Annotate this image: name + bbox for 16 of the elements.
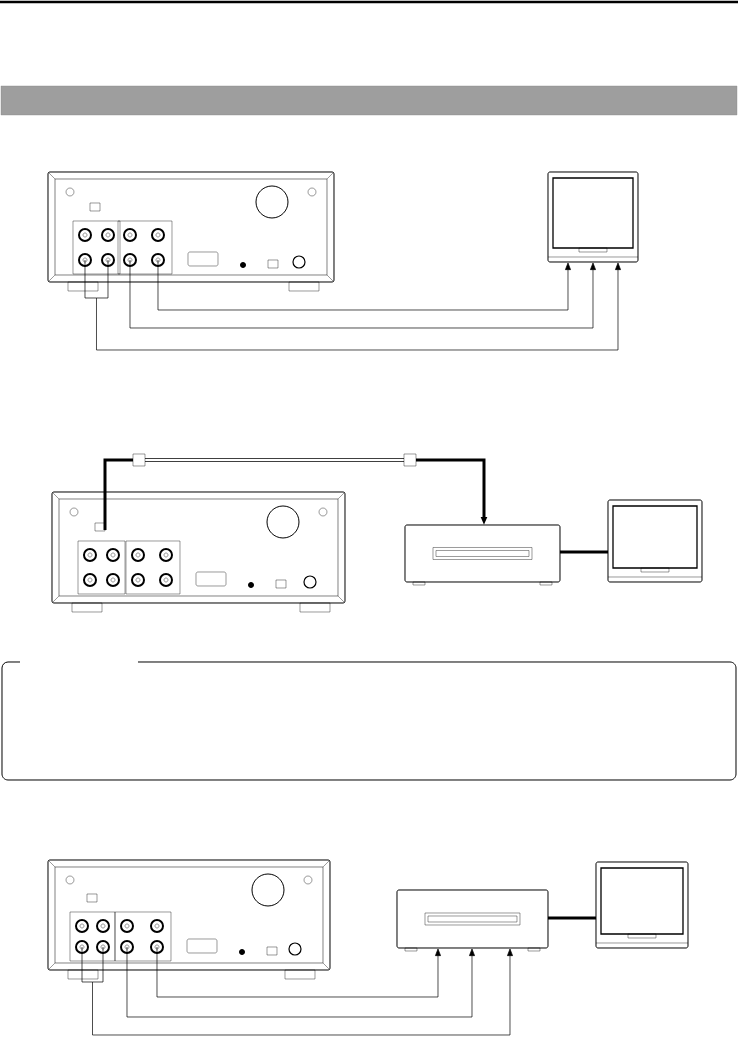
rear-panel-drawing <box>47 859 331 980</box>
monitor-drawing <box>547 171 639 263</box>
cable-arrow <box>126 946 475 1018</box>
rear-panel-drawing <box>51 491 346 613</box>
cable-arrow <box>84 259 621 351</box>
rear-panel-drawing <box>47 171 335 292</box>
section-band <box>0 85 738 116</box>
monitor-drawing <box>607 499 703 583</box>
cable-arrow <box>103 458 488 530</box>
cable-arrow <box>157 259 571 311</box>
recorder-drawing <box>404 524 561 586</box>
cable-arrow <box>129 259 596 329</box>
cable-arrow <box>156 946 441 998</box>
cable-arrow <box>81 946 513 1036</box>
monitor-drawing <box>595 861 689 949</box>
recorder-drawing <box>396 889 549 952</box>
